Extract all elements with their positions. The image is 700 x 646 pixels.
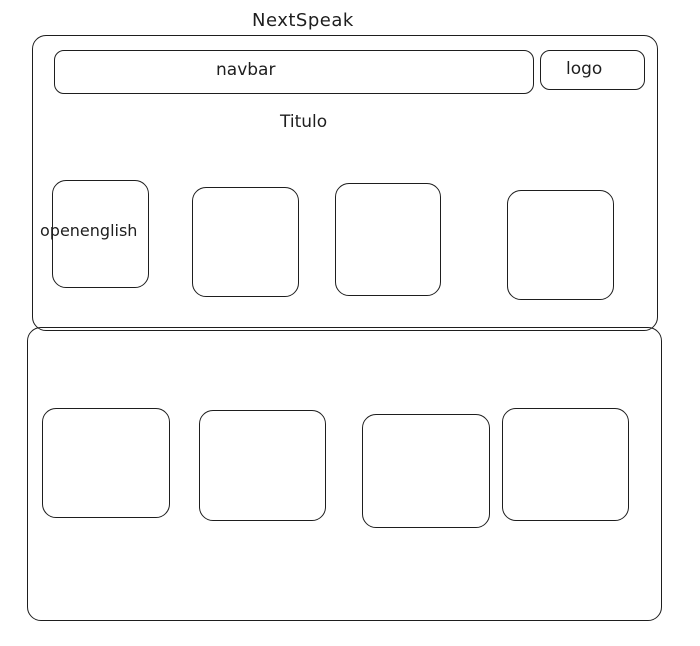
logo-box[interactable]	[540, 50, 645, 90]
navbar-label: navbar	[216, 60, 276, 80]
hero-card[interactable]	[507, 190, 614, 300]
lower-card[interactable]	[199, 410, 326, 521]
lower-card[interactable]	[502, 408, 629, 521]
hero-card-label: openenglish	[40, 221, 138, 240]
lower-section-frame	[27, 327, 662, 621]
hero-card[interactable]	[335, 183, 441, 296]
lower-card[interactable]	[362, 414, 490, 528]
hero-card[interactable]	[192, 187, 299, 297]
lower-card[interactable]	[42, 408, 170, 518]
navbar-box[interactable]	[54, 50, 534, 94]
app-title: NextSpeak	[252, 10, 354, 31]
logo-label: logo	[566, 59, 603, 79]
page-title: Titulo	[280, 112, 328, 132]
hero-card[interactable]	[52, 180, 149, 288]
top-section-frame	[32, 35, 658, 331]
